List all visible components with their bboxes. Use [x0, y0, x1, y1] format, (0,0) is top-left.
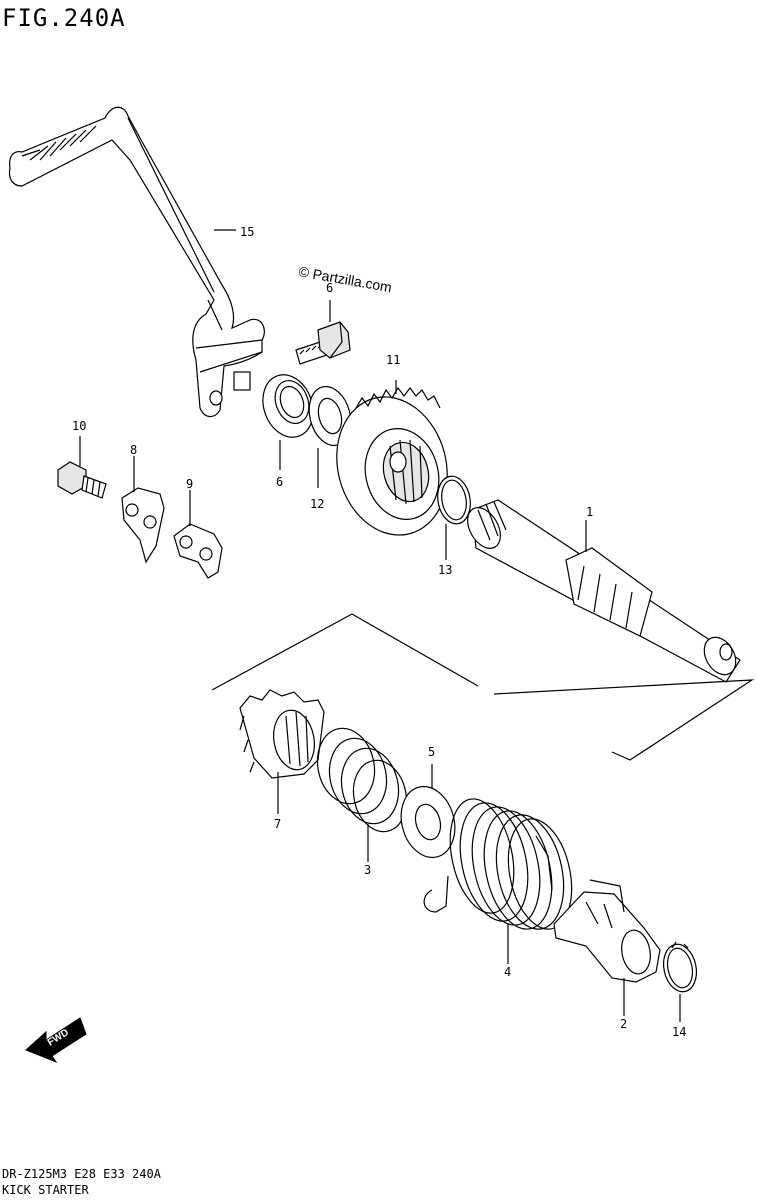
part-label-8: 8: [130, 443, 137, 457]
circlip-part-14[interactable]: [659, 941, 700, 995]
part-label-4: 4: [504, 965, 511, 979]
part-label-5: 5: [428, 745, 435, 759]
part-label-15: 15: [240, 225, 254, 239]
fwd-arrow-icon: FWD: [25, 1017, 87, 1064]
return-spring-part-4[interactable]: [423, 793, 581, 935]
footer-model-line: DR-Z125M3 E28 E33 240A: [2, 1167, 161, 1181]
part-label-7: 7: [274, 817, 281, 831]
part-label-6: 6: [276, 475, 283, 489]
kick-shaft-part-1[interactable]: [461, 499, 742, 683]
part-label-3: 3: [364, 863, 371, 877]
spring-part-3[interactable]: [311, 723, 413, 837]
part-label-6-bolt: 6: [326, 281, 333, 295]
kick-guide-part-2[interactable]: [553, 879, 661, 983]
part-label-13: 13: [438, 563, 452, 577]
kick-driven-gear-part-11[interactable]: [322, 384, 463, 547]
oil-seal-part-6[interactable]: [255, 368, 322, 445]
leader-lines: [79, 229, 681, 1022]
bolt-part-10[interactable]: [57, 461, 107, 499]
kick-lever-part-15[interactable]: [8, 106, 265, 418]
washer-part-13[interactable]: [434, 474, 474, 527]
part-label-11: 11: [386, 353, 400, 367]
bolt-part-6[interactable]: [295, 321, 351, 365]
part-label-9: 9: [186, 477, 193, 491]
watermark: © Partzilla.com: [297, 263, 393, 295]
kick-gear-part-7[interactable]: [239, 689, 325, 779]
washer-part-12[interactable]: [303, 382, 357, 450]
plate-part-9[interactable]: [173, 523, 223, 579]
washer-part-5[interactable]: [394, 780, 463, 863]
part-label-10: 10: [72, 419, 86, 433]
part-label-1: 1: [586, 505, 593, 519]
assembly-frame: [211, 613, 755, 761]
part-label-12: 12: [310, 497, 324, 511]
part-label-2: 2: [620, 1017, 627, 1031]
part-label-14: 14: [672, 1025, 686, 1039]
plate-part-8[interactable]: [121, 487, 165, 564]
footer-section-title: KICK STARTER: [2, 1183, 89, 1197]
figure-title: FIG.240A: [2, 4, 126, 32]
